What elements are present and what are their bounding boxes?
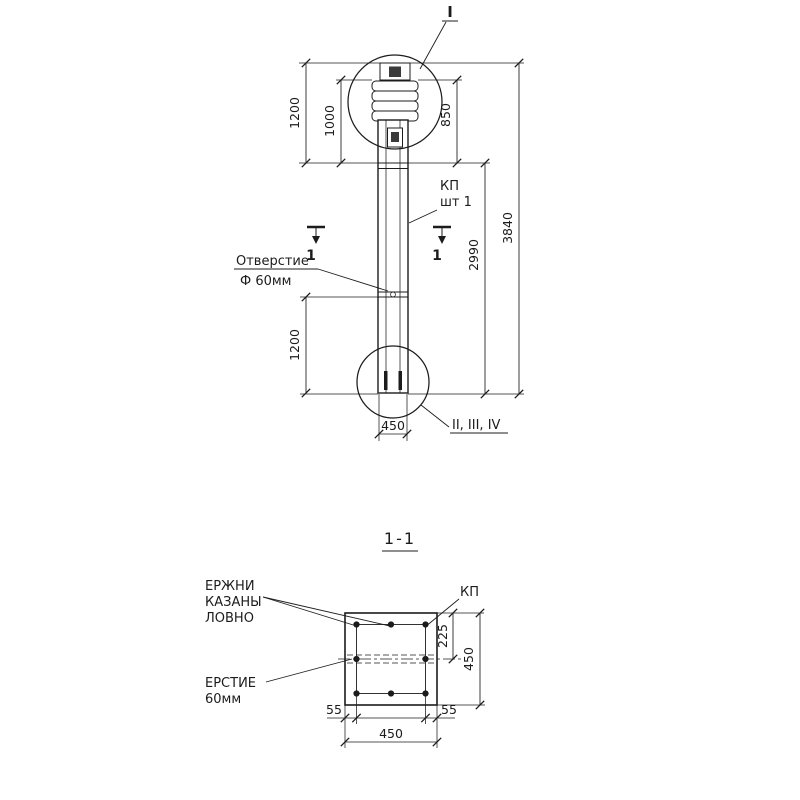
dim-225: 225	[435, 624, 450, 648]
dim-55-right: 55	[441, 702, 457, 717]
rebar-dot	[387, 690, 395, 697]
rebar-dot	[387, 621, 395, 628]
rebar-note-line1: ЕРЖНИ	[205, 579, 255, 594]
detail-callout-top: I	[419, 3, 458, 70]
extension-lines	[299, 62, 524, 441]
column-rib	[371, 90, 419, 102]
dim-1200-bottom: 1200	[287, 329, 302, 361]
dim-850: 850	[438, 103, 453, 127]
rebar-dot	[353, 655, 360, 663]
section-cut-mark-right: 1	[432, 225, 451, 264]
dim-1200-top: 1200	[287, 97, 302, 129]
hole-60mm	[390, 291, 396, 298]
detail-circle-bottom	[356, 345, 430, 419]
part-qty: шт 1	[440, 195, 472, 210]
section-cut-mark-left: 1	[306, 225, 325, 264]
rebar-note: ЕРЖНИ КАЗАНЫ ЛОВНО	[205, 579, 391, 627]
dim-55-left: 55	[326, 702, 342, 717]
section-arrow-left	[312, 236, 320, 244]
column-outline	[371, 62, 419, 394]
dimension-lines	[301, 58, 524, 439]
rebar-dot	[353, 621, 360, 628]
detail-bottom-label: II, III, IV	[452, 418, 501, 433]
section-part-callout: КП	[424, 585, 479, 628]
section-cut-right-label: 1	[432, 248, 442, 264]
rebar-note-line2: КАЗАНЫ	[205, 595, 262, 610]
detail-top-label: I	[447, 3, 453, 21]
section-part-label: КП	[460, 585, 479, 600]
section-extension-lines	[344, 612, 485, 748]
bottom-anchor-left	[384, 371, 388, 390]
dim-2990: 2990	[466, 239, 481, 271]
section-cut-left-label: 1	[306, 248, 316, 264]
dim-450-section-bottom: 450	[379, 726, 403, 741]
dim-450-section-right: 450	[461, 647, 476, 671]
dim-3840: 3840	[500, 212, 515, 244]
section-title-label: 1-1	[384, 529, 416, 548]
hole-note-elevation: Отверстие Ф 60мм	[234, 254, 389, 292]
section-hole-line2: 60мм	[205, 692, 241, 707]
rebar-dot	[422, 621, 429, 628]
section-hole-line1: ЕРСТИЕ	[205, 676, 256, 691]
section-dimension-lines	[327, 608, 485, 747]
part-callout: КП шт 1	[408, 179, 472, 224]
section-geometry	[338, 612, 462, 706]
hole-note-line1: Отверстие	[236, 254, 309, 269]
fixture-insert	[391, 132, 399, 142]
hole-note-line2: Ф 60мм	[240, 274, 291, 289]
detail-circle-top	[347, 54, 443, 150]
part-label: КП	[440, 179, 459, 194]
dim-1000: 1000	[322, 105, 337, 137]
section-arrow-right	[438, 236, 446, 244]
column-rib	[371, 80, 419, 92]
elevation-view: 1200 1000 850 2990 3840 1200 450 I КП шт…	[234, 3, 524, 441]
detail-callout-bottom: II, III, IV	[420, 404, 508, 434]
section-title: 1-1	[382, 529, 418, 552]
section-view: 1-1 ЕРЖНИ КАЗАНЫ ЛОВНО	[205, 529, 485, 748]
rebar-note-line3: ЛОВНО	[205, 611, 254, 626]
bottom-anchor-right	[398, 371, 402, 390]
column-rib	[371, 100, 419, 112]
hole-note-section: ЕРСТИЕ 60мм	[205, 658, 353, 707]
column-body	[377, 119, 409, 394]
dim-450-elevation: 450	[381, 418, 405, 433]
top-cap-insert	[389, 66, 401, 77]
